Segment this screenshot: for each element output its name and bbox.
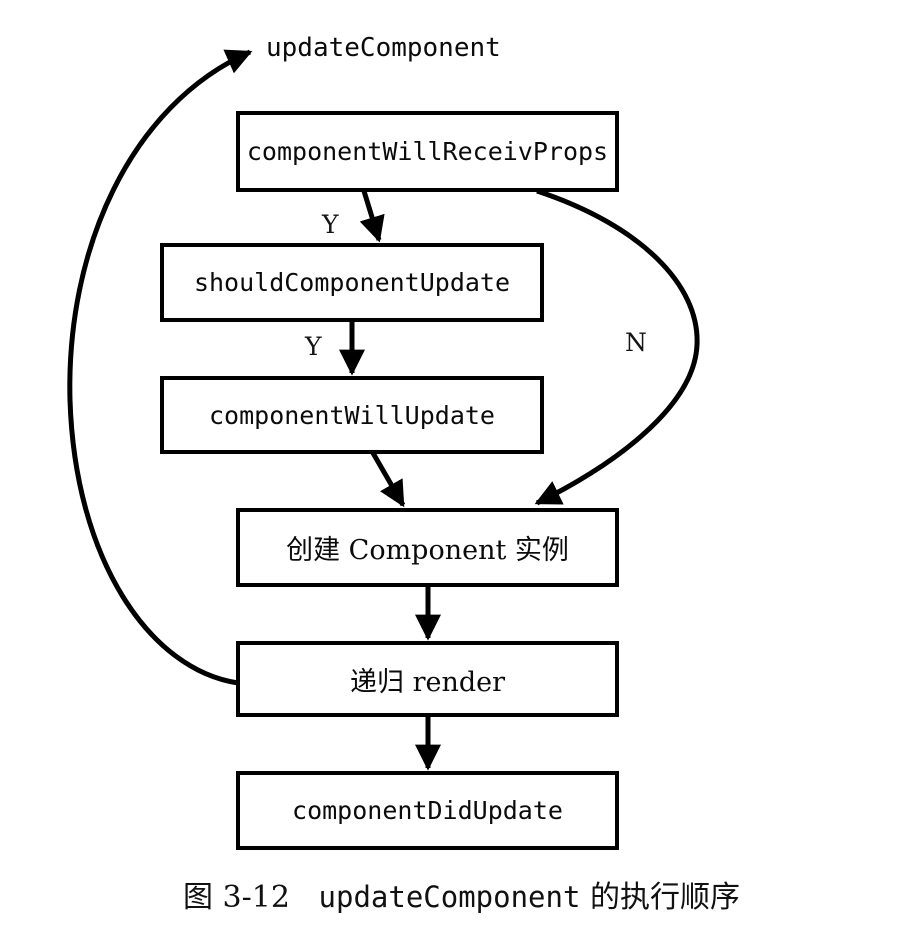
edge-will-to-create bbox=[370, 451, 406, 508]
node-box-recursive-render[interactable] bbox=[236, 641, 619, 717]
node-box-create-component[interactable] bbox=[236, 508, 619, 587]
caption-suffix: 的执行顺序 bbox=[590, 880, 740, 915]
node-box-should-update[interactable] bbox=[160, 243, 544, 322]
caption-gap-2 bbox=[580, 880, 590, 915]
figure-caption: 图 3-12 updateComponent 的执行顺序 bbox=[0, 872, 923, 916]
caption-mono-term: updateComponent bbox=[318, 880, 581, 914]
node-box-will-receive-props[interactable] bbox=[236, 111, 619, 192]
edge-receive-to-should bbox=[359, 190, 385, 243]
node-box-did-update[interactable] bbox=[236, 771, 619, 850]
entry-label-update-component: updateComponent bbox=[266, 33, 501, 63]
caption-gap bbox=[290, 880, 319, 915]
edge-receive-to-create-n bbox=[534, 188, 700, 506]
caption-prefix: 图 3-12 bbox=[183, 880, 290, 915]
edge-render-loop-back bbox=[67, 49, 253, 686]
node-box-will-update[interactable] bbox=[160, 376, 544, 454]
